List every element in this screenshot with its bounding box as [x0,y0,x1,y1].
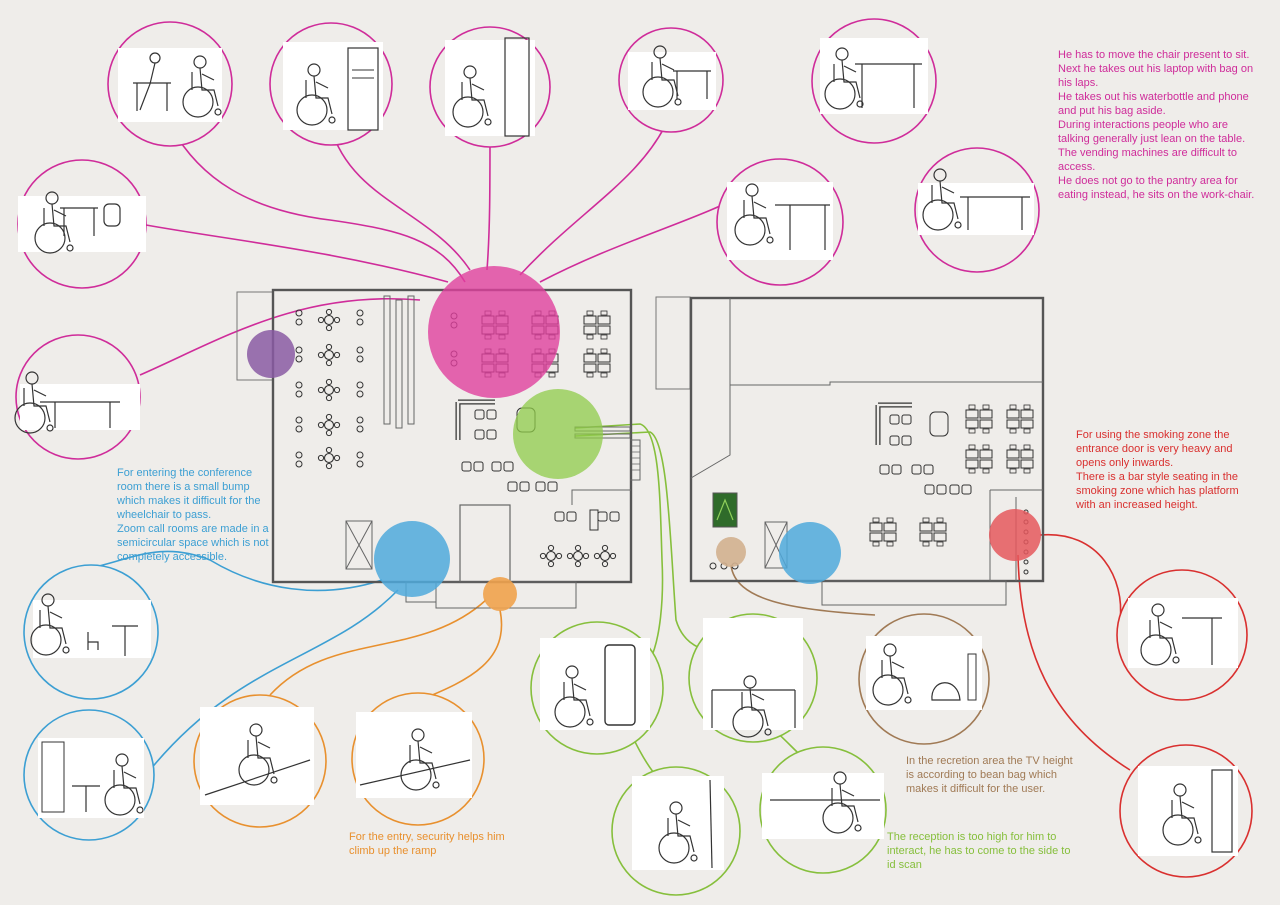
vignette-bar-seating [1116,569,1248,701]
note-line: In the recretion area the TV height is a… [906,755,1073,795]
vignette-reception-desk [688,613,818,743]
highlight-zones [247,266,1041,611]
note-brown: In the recretion area the TV height is a… [906,754,1076,796]
note-line: For the entry, security helps him climb … [349,831,505,857]
zone-blue-left [374,521,450,597]
vignette-desk-side [14,334,141,460]
note-line: He does not go to the pantry area for ea… [1058,175,1255,201]
note-magenta: He has to move the chair present to sit.… [1058,48,1258,202]
note-green: The reception is too high for him to int… [887,830,1072,872]
red-connectors [1017,533,1131,771]
vignette-zoom-room [23,709,155,841]
note-line: For using the smoking zone the entrance … [1076,429,1233,469]
vignette-office-chair [17,159,147,289]
zone-orange [483,577,517,611]
vignette-fridge [429,26,551,148]
vignette-ramp [193,694,327,828]
zone-red [989,509,1041,561]
vignette-laptop-on-table [811,18,937,144]
note-line: He takes out his waterbottle and phone a… [1058,91,1249,117]
note-line: The reception is too high for him to int… [887,831,1071,871]
vignette-id-scan [611,766,741,896]
note-orange: For the entry, security helps him climb … [349,830,509,858]
note-line: Next he takes out his laptop with bag on… [1058,63,1254,89]
note-line: Zoom call rooms are made in a semicircul… [117,523,269,563]
zone-magenta [428,266,560,398]
zone-purple [247,330,295,378]
note-line: There is a bar style seating in the smok… [1076,471,1239,511]
note-line: During interactions people who are talki… [1058,119,1246,145]
note-blue: For entering the conference room there i… [117,466,277,564]
note-line: He has to move the chair present to sit. [1058,49,1250,61]
vignette-work-chair [914,147,1040,273]
vignette-heavy-door [1119,744,1253,878]
orange-connectors [269,599,503,701]
note-line: The vending machines are difficult to ac… [1058,147,1237,173]
vignette-ramp-assist [351,692,485,826]
vignette-conference-table [23,564,159,700]
vignette-table-reach [618,27,724,133]
vignettes [14,18,1253,896]
note-line: For entering the conference room there i… [117,467,261,521]
zone-brown [716,537,746,567]
blue-connectors [89,550,399,771]
vignette-vending-machine [269,22,393,146]
zone-green [513,389,603,479]
floorplan-right [655,296,1045,606]
vignette-leaning-on-table [716,158,844,286]
zone-blue-right [779,522,841,584]
brown-connectors [730,564,876,616]
vignette-bean-bag-tv [858,613,990,745]
vignette-reception-side [759,746,887,874]
note-red: For using the smoking zone the entrance … [1076,428,1241,512]
vignette-reception-water [530,621,664,755]
vignette-colleague-at-desk [107,21,233,147]
